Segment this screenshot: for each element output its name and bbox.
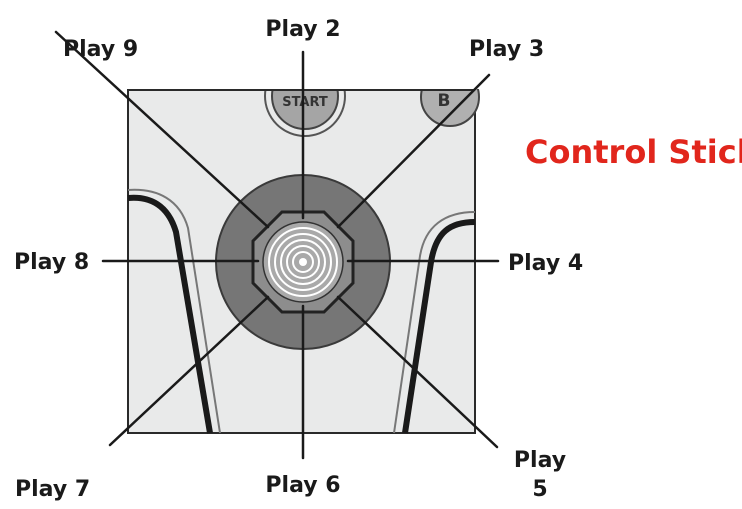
b-button-label: B [438,91,451,111]
label-play-3: Play 3 [469,37,544,62]
label-play-5-line2: 5 [532,477,547,502]
label-play-8: Play 8 [14,250,89,275]
label-play-9: Play 9 [63,37,138,62]
label-play-4: Play 4 [508,251,583,276]
label-play-7: Play 7 [15,477,90,502]
label-play-6: Play 6 [265,473,340,498]
label-play-5-line1: Play [514,448,566,473]
label-play-2: Play 2 [265,17,340,42]
start-button-label: START [282,95,328,110]
stick-center [299,258,307,266]
diagram-title: Control Stick [525,133,742,171]
